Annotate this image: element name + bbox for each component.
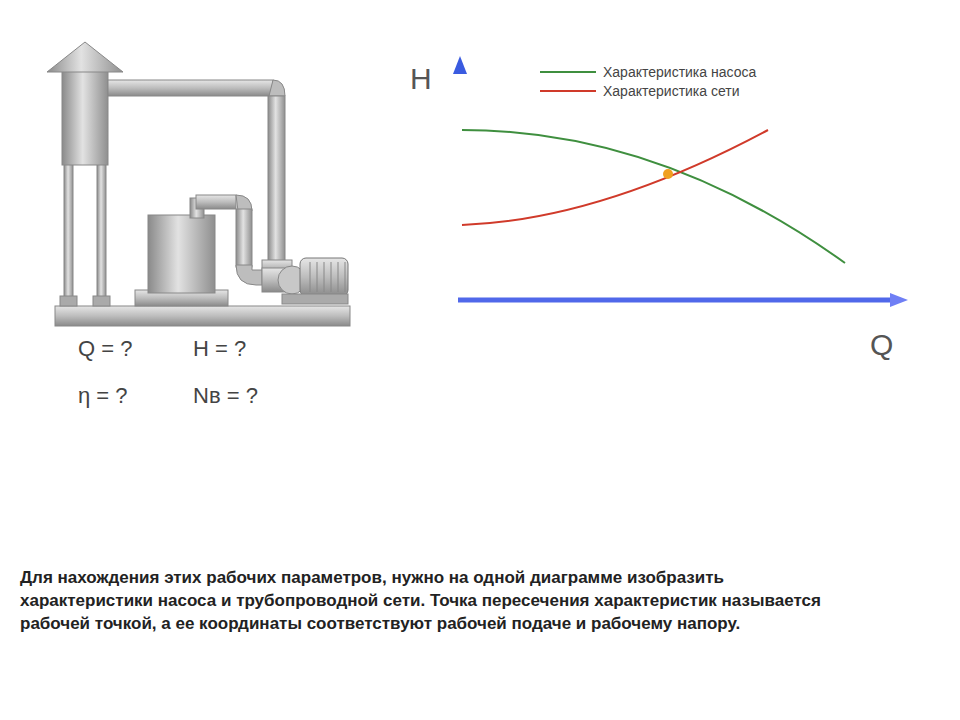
caption: Для нахождения этих рабочих параметров, …	[20, 566, 850, 635]
parameter-label: Q = ?	[78, 336, 132, 362]
motor-fin	[310, 262, 311, 292]
pipe-elbow	[269, 80, 285, 96]
pump-curve	[462, 130, 845, 263]
leg-foot	[60, 296, 77, 306]
pipe	[108, 80, 273, 96]
motor-fin	[338, 262, 339, 292]
pipe-elbow	[236, 265, 262, 285]
stand-leg	[64, 160, 73, 300]
tank	[148, 215, 215, 293]
network-curve	[462, 130, 768, 225]
axis-label: Q	[870, 328, 893, 362]
stand-leg	[97, 160, 106, 300]
leg-foot	[93, 296, 110, 306]
motor-fin	[331, 262, 332, 292]
parameter-label: η = ?	[78, 383, 128, 409]
pump-base	[282, 294, 348, 304]
q-axis	[458, 298, 895, 303]
pump-motor	[300, 258, 348, 296]
operating-point	[663, 169, 673, 179]
base-plate	[55, 306, 350, 326]
motor-fin	[324, 262, 325, 292]
parameter-label: H = ?	[193, 336, 246, 362]
legend-text: Характеристика сети	[603, 83, 740, 99]
pipe	[196, 195, 236, 209]
parameter-label: Nв = ?	[193, 383, 258, 409]
legend-line	[540, 71, 596, 73]
motor-fin	[345, 262, 346, 292]
axis-arrow	[453, 56, 467, 74]
h-axis	[458, 70, 463, 302]
pipe	[236, 209, 252, 267]
stack-cap	[47, 42, 123, 72]
stack-body	[62, 70, 108, 165]
axis-label: H	[410, 62, 432, 96]
legend-line	[540, 90, 596, 92]
legend-text: Характеристика насоса	[603, 64, 756, 80]
axis-arrow	[890, 293, 908, 307]
motor-fin	[317, 262, 318, 292]
pipe	[268, 96, 285, 266]
